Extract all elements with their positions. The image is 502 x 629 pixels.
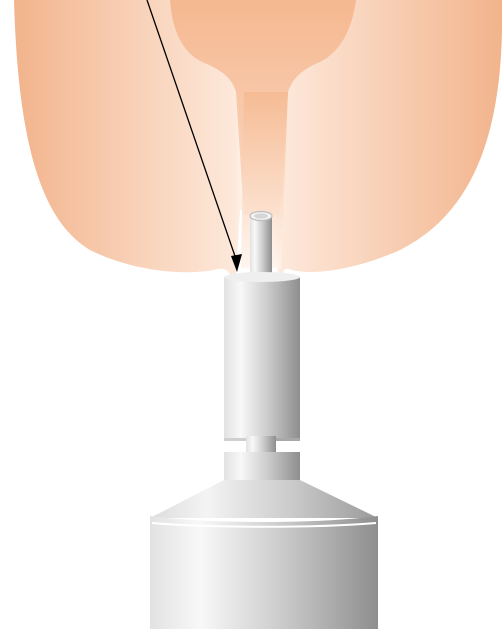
- thin-tube: [250, 216, 272, 280]
- shaft-neck: [246, 436, 276, 452]
- shaft-upper: [224, 277, 300, 438]
- instrument-base: [150, 516, 378, 629]
- shaft-lower: [224, 452, 300, 482]
- instrument-cone: [150, 480, 378, 518]
- pointer-arrow-icon: [146, 0, 242, 272]
